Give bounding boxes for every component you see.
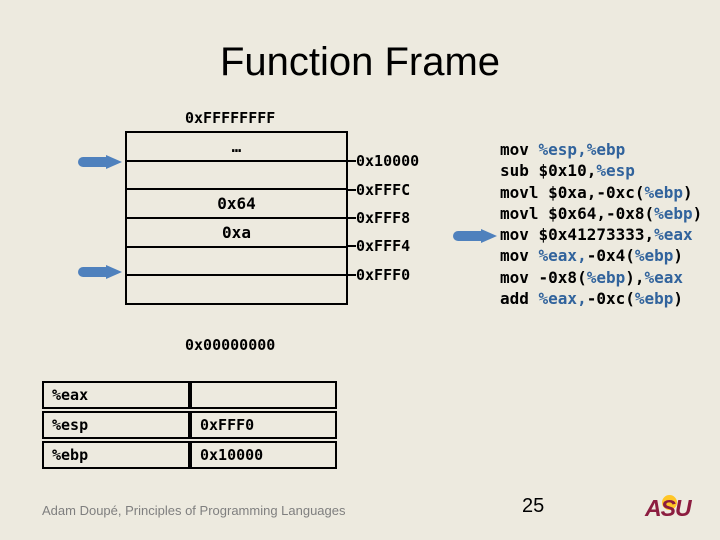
address-tick <box>348 189 356 191</box>
address-tick <box>348 160 356 162</box>
page-number: 25 <box>522 495 545 517</box>
assembly-line: movl $0x64,-0x8(%ebp) <box>500 203 702 224</box>
address-label: 0xFFF0 <box>356 266 411 284</box>
code-token: -0x4( <box>586 246 635 266</box>
code-token: movl $0xa,-0xc( <box>500 182 645 202</box>
ebp-pointer-arrow-icon <box>77 154 123 170</box>
asu-logo-text: ASU <box>645 495 692 521</box>
assembly-line: mov -0x8(%ebp),%eax <box>500 267 702 288</box>
address-tick <box>348 217 356 219</box>
asu-sun-icon <box>662 495 677 510</box>
assembly-line: mov %esp,%ebp <box>500 139 702 160</box>
current-instruction-arrow-icon <box>452 228 498 244</box>
register-token: %eax <box>654 225 693 245</box>
esp-pointer-arrow-icon <box>77 264 123 280</box>
asu-logo: ASU <box>645 495 695 523</box>
code-token: mov <box>500 140 539 159</box>
register-token: %eax, <box>538 246 587 266</box>
stack-row: 0x64 <box>127 190 346 220</box>
code-token: ) <box>673 289 684 309</box>
code-token: ) <box>673 246 684 266</box>
code-token: sub $0x10, <box>500 161 597 181</box>
code-token: mov -0x8( <box>500 267 587 287</box>
register-token: %ebp <box>644 182 684 202</box>
assembly-line: mov $0x41273333,%eax <box>500 224 702 245</box>
assembly-line: movl $0xa,-0xc(%ebp) <box>500 182 702 203</box>
stack-row <box>127 276 346 303</box>
stack-row <box>127 162 346 191</box>
stack-row <box>127 248 346 277</box>
register-token: %eax, <box>538 289 587 309</box>
address-tick <box>348 274 356 276</box>
code-token: mov <box>500 246 539 266</box>
register-token: %ebp <box>586 267 626 287</box>
code-token: ) <box>683 182 693 202</box>
code-token: add <box>500 289 539 309</box>
register-token: %esp <box>596 161 635 181</box>
register-name-cell: %esp <box>42 411 190 439</box>
memory-top-address: 0xFFFFFFFF <box>185 109 276 127</box>
register-token: %ebp <box>654 203 693 223</box>
code-token: mov $0x41273333, <box>500 225 655 245</box>
address-label: 0xFFFC <box>356 181 411 199</box>
register-value-cell <box>190 381 337 409</box>
address-label: 0x10000 <box>356 152 420 170</box>
address-label: 0xFFF8 <box>356 209 411 227</box>
register-value-cell: 0xFFF0 <box>190 411 337 439</box>
footer-credit: Adam Doupé, Principles of Programming La… <box>42 503 346 518</box>
assembly-line: sub $0x10,%esp <box>500 160 702 181</box>
code-token: ), <box>625 267 645 287</box>
memory-bottom-address: 0x00000000 <box>185 336 276 354</box>
stack-row: 0xa <box>127 219 346 248</box>
code-token: -0xc( <box>586 289 635 309</box>
register-value-cell: 0x10000 <box>190 441 337 469</box>
register-name-cell: %eax <box>42 381 190 409</box>
address-label: 0xFFF4 <box>356 237 411 255</box>
register-token: %esp,%ebp <box>538 140 626 159</box>
assembly-line: add %eax,-0xc(%ebp) <box>500 288 702 309</box>
address-tick <box>348 245 356 247</box>
register-name-cell: %ebp <box>42 441 190 469</box>
assembly-line: mov %eax,-0x4(%ebp) <box>500 245 702 266</box>
stack-row: … <box>127 133 346 162</box>
code-token: ) <box>692 203 703 223</box>
slide-title: Function Frame <box>219 40 501 84</box>
code-token: movl $0x64,-0x8( <box>500 203 655 223</box>
register-token: %eax <box>644 267 684 287</box>
register-token: %ebp <box>634 289 674 309</box>
register-token: %ebp <box>634 246 674 266</box>
